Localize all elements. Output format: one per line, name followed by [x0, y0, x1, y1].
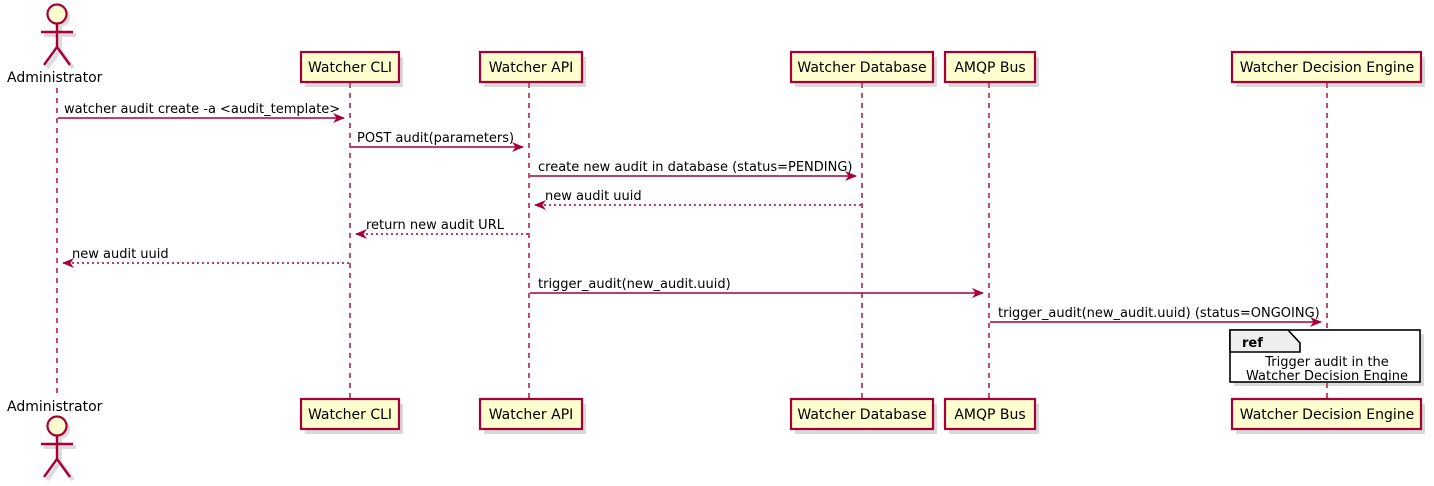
- message-4-new-audit-uuid[interactable]: new audit uuid: [534, 189, 861, 210]
- participant-rect: [943, 397, 1037, 431]
- participant-label-amqp-bus-top: AMQP Bus: [954, 60, 1025, 76]
- participant-label-watcher-cli-top: Watcher CLI: [308, 60, 392, 76]
- participant-rect: [478, 397, 584, 431]
- actor-label-administrator-top: Administrator: [7, 70, 103, 86]
- actor-leg-left-icon: [43, 46, 58, 66]
- participant-rect: [299, 50, 401, 84]
- message-label: watcher audit create -a <audit_template>: [64, 102, 340, 117]
- actor-label-administrator-bottom: Administrator: [7, 399, 103, 415]
- participant-box-amqp-bus-top[interactable]: AMQP Bus: [943, 50, 1039, 87]
- participant-rect: [299, 397, 401, 431]
- actor-administrator-bottom[interactable]: Administrator: [7, 399, 103, 482]
- participant-box-watcher-api-bottom[interactable]: Watcher API: [478, 397, 586, 434]
- participant-rect: [943, 50, 1037, 84]
- participant-label-watcher-database-top: Watcher Database: [797, 60, 926, 76]
- message-label: trigger_audit(new_audit.uuid) (status=ON…: [998, 306, 1320, 321]
- message-8-trigger-audit-ongoing[interactable]: trigger_audit(new_audit.uuid) (status=ON…: [990, 306, 1322, 327]
- actor-administrator-top[interactable]: Administrator: [7, 3, 103, 87]
- participant-box-watcher-cli-top[interactable]: Watcher CLI: [299, 50, 403, 87]
- ref-fragment[interactable]: ref Trigger audit in the Watcher Decisio…: [1229, 329, 1424, 386]
- participant-label-watcher-api-bottom: Watcher API: [489, 407, 574, 423]
- participant-box-watcher-decision-engine-bottom[interactable]: Watcher Decision Engine: [1230, 397, 1425, 434]
- participant-label-watcher-decision-engine-bottom: Watcher Decision Engine: [1240, 407, 1414, 423]
- participant-box-watcher-decision-engine-top[interactable]: Watcher Decision Engine: [1230, 50, 1425, 87]
- participant-box-watcher-cli-bottom[interactable]: Watcher CLI: [299, 397, 403, 434]
- participant-label-watcher-cli-bottom: Watcher CLI: [308, 407, 392, 423]
- message-5-return-new-audit-url[interactable]: return new audit URL: [355, 218, 528, 239]
- participant-label-watcher-api-top: Watcher API: [489, 60, 574, 76]
- participant-label-watcher-database-bottom: Watcher Database: [797, 407, 926, 423]
- actor-head-icon: [46, 3, 68, 25]
- message-1-watcher-audit-create[interactable]: watcher audit create -a <audit_template>: [58, 102, 345, 123]
- message-label: POST audit(parameters): [357, 131, 514, 146]
- participant-box-amqp-bus-bottom[interactable]: AMQP Bus: [943, 397, 1039, 434]
- actor-head-icon: [46, 415, 68, 437]
- message-7-trigger-audit[interactable]: trigger_audit(new_audit.uuid): [530, 277, 984, 298]
- participant-rect: [789, 397, 935, 431]
- participant-box-watcher-database-top[interactable]: Watcher Database: [789, 50, 937, 87]
- actor-leg-right-icon: [56, 46, 71, 66]
- message-label: create new audit in database (status=PEN…: [538, 160, 853, 175]
- participant-box-watcher-database-bottom[interactable]: Watcher Database: [789, 397, 937, 434]
- ref-fragment-title: ref: [1242, 336, 1263, 351]
- participant-label-amqp-bus-bottom: AMQP Bus: [954, 407, 1025, 423]
- message-label: trigger_audit(new_audit.uuid): [538, 277, 731, 292]
- participant-box-watcher-api-top[interactable]: Watcher API: [478, 50, 586, 87]
- ref-fragment-line-1: Trigger audit in the: [1264, 355, 1389, 370]
- actor-leg-right-icon: [56, 458, 71, 478]
- participant-label-watcher-decision-engine-top: Watcher Decision Engine: [1240, 60, 1414, 76]
- ref-fragment-line-2: Watcher Decision Engine: [1246, 369, 1408, 384]
- participant-rect: [478, 50, 584, 84]
- participant-rect: [789, 50, 935, 84]
- ref-fragment-header-tab: [1229, 329, 1301, 353]
- message-3-create-new-audit[interactable]: create new audit in database (status=PEN…: [530, 160, 857, 181]
- message-2-post-audit[interactable]: POST audit(parameters): [351, 131, 524, 152]
- message-label: new audit uuid: [545, 189, 642, 204]
- participant-rect: [1230, 50, 1423, 84]
- lifelines: [56, 83, 1328, 398]
- message-label: new audit uuid: [72, 247, 169, 262]
- message-label: return new audit URL: [366, 218, 505, 233]
- actor-leg-left-icon: [43, 458, 58, 478]
- participant-rect: [1230, 397, 1423, 431]
- message-6-new-audit-uuid[interactable]: new audit uuid: [62, 247, 349, 268]
